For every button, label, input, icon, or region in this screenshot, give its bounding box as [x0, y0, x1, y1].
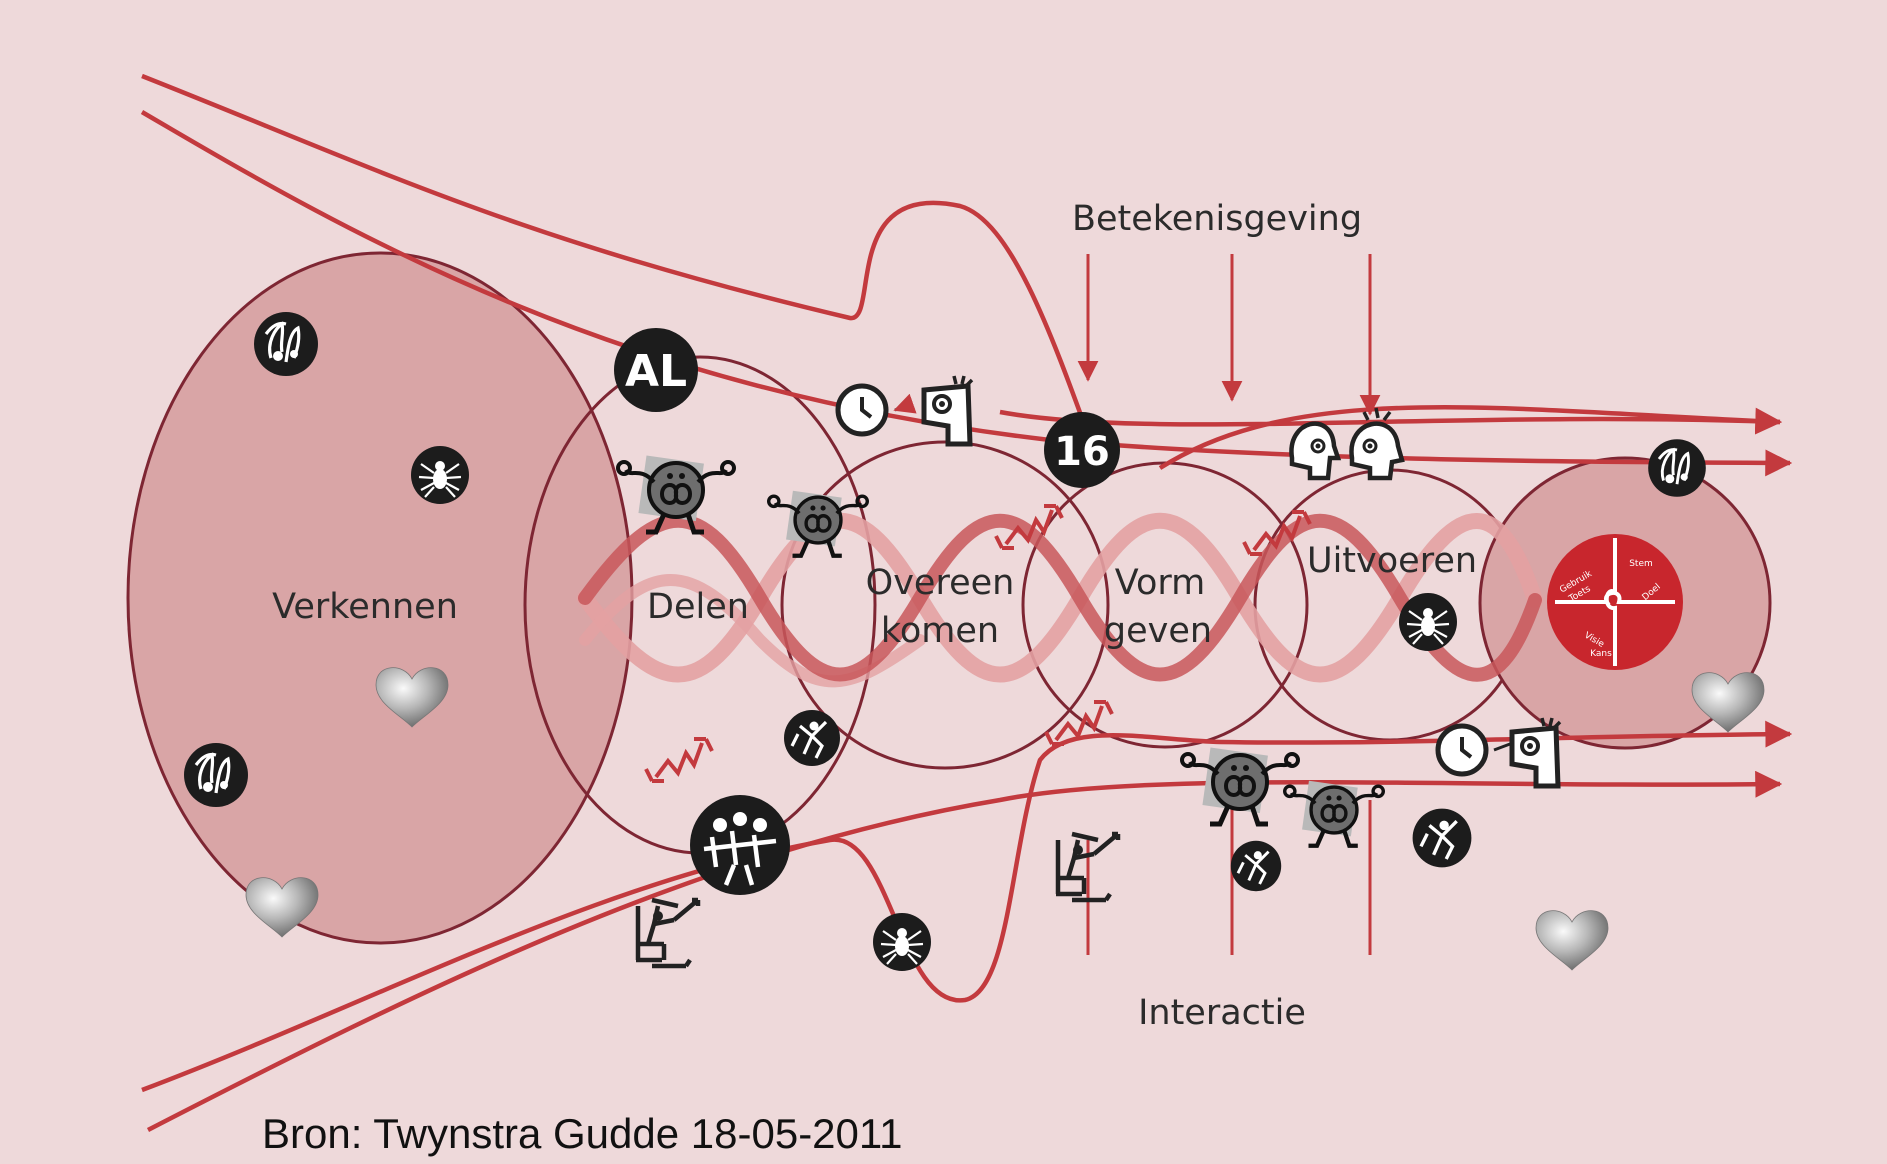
overeen-komen-circle	[780, 440, 1110, 770]
spider-icon	[871, 911, 933, 973]
flow-lines	[140, 73, 1793, 1133]
people-icon	[1289, 407, 1405, 481]
label-vorm: Vorm	[1115, 563, 1206, 603]
dancer-icon	[782, 708, 842, 768]
label-komen: komen	[881, 611, 999, 651]
hands-icon	[1646, 437, 1708, 499]
clock-arrow-icon	[893, 393, 917, 414]
betekenisgeving-arrows	[1077, 254, 1381, 416]
clock-arrow-icon	[1493, 742, 1511, 752]
label-verkennen: Verkennen	[272, 587, 458, 627]
label-geven: geven	[1104, 611, 1212, 651]
label-overeen: Overeen	[866, 563, 1015, 603]
spider-icon	[1397, 591, 1459, 653]
puzzle-text-6: Kans	[1590, 649, 1612, 659]
dancer-icon	[1410, 806, 1474, 870]
puzzle-icon: Gebruik Toets Stem Doel Visie Kans	[1547, 534, 1683, 670]
clock-icon	[838, 386, 886, 434]
label-interactie: Interactie	[1138, 993, 1306, 1033]
group-people-icon	[690, 795, 790, 895]
clock-icon	[1438, 726, 1486, 774]
sixteen-badge-icon: 16	[1044, 412, 1120, 488]
dancer-icon	[1229, 839, 1283, 893]
spider-icon	[409, 444, 471, 506]
label-uitvoeren: Uitvoeren	[1307, 541, 1477, 581]
puzzle-text-3: Stem	[1629, 559, 1653, 569]
source-caption: Bron: Twynstra Gudde 18-05-2011	[262, 1110, 903, 1157]
sixteen-badge-text: 16	[1054, 429, 1110, 475]
al-badge-icon: AL	[614, 328, 698, 412]
label-delen: Delen	[647, 587, 749, 627]
helix	[577, 513, 1543, 688]
hands-icon	[252, 310, 320, 378]
hands-icon	[182, 741, 250, 809]
al-badge-text: AL	[625, 346, 687, 397]
label-betekenisgeving: Betekenisgeving	[1072, 199, 1362, 239]
